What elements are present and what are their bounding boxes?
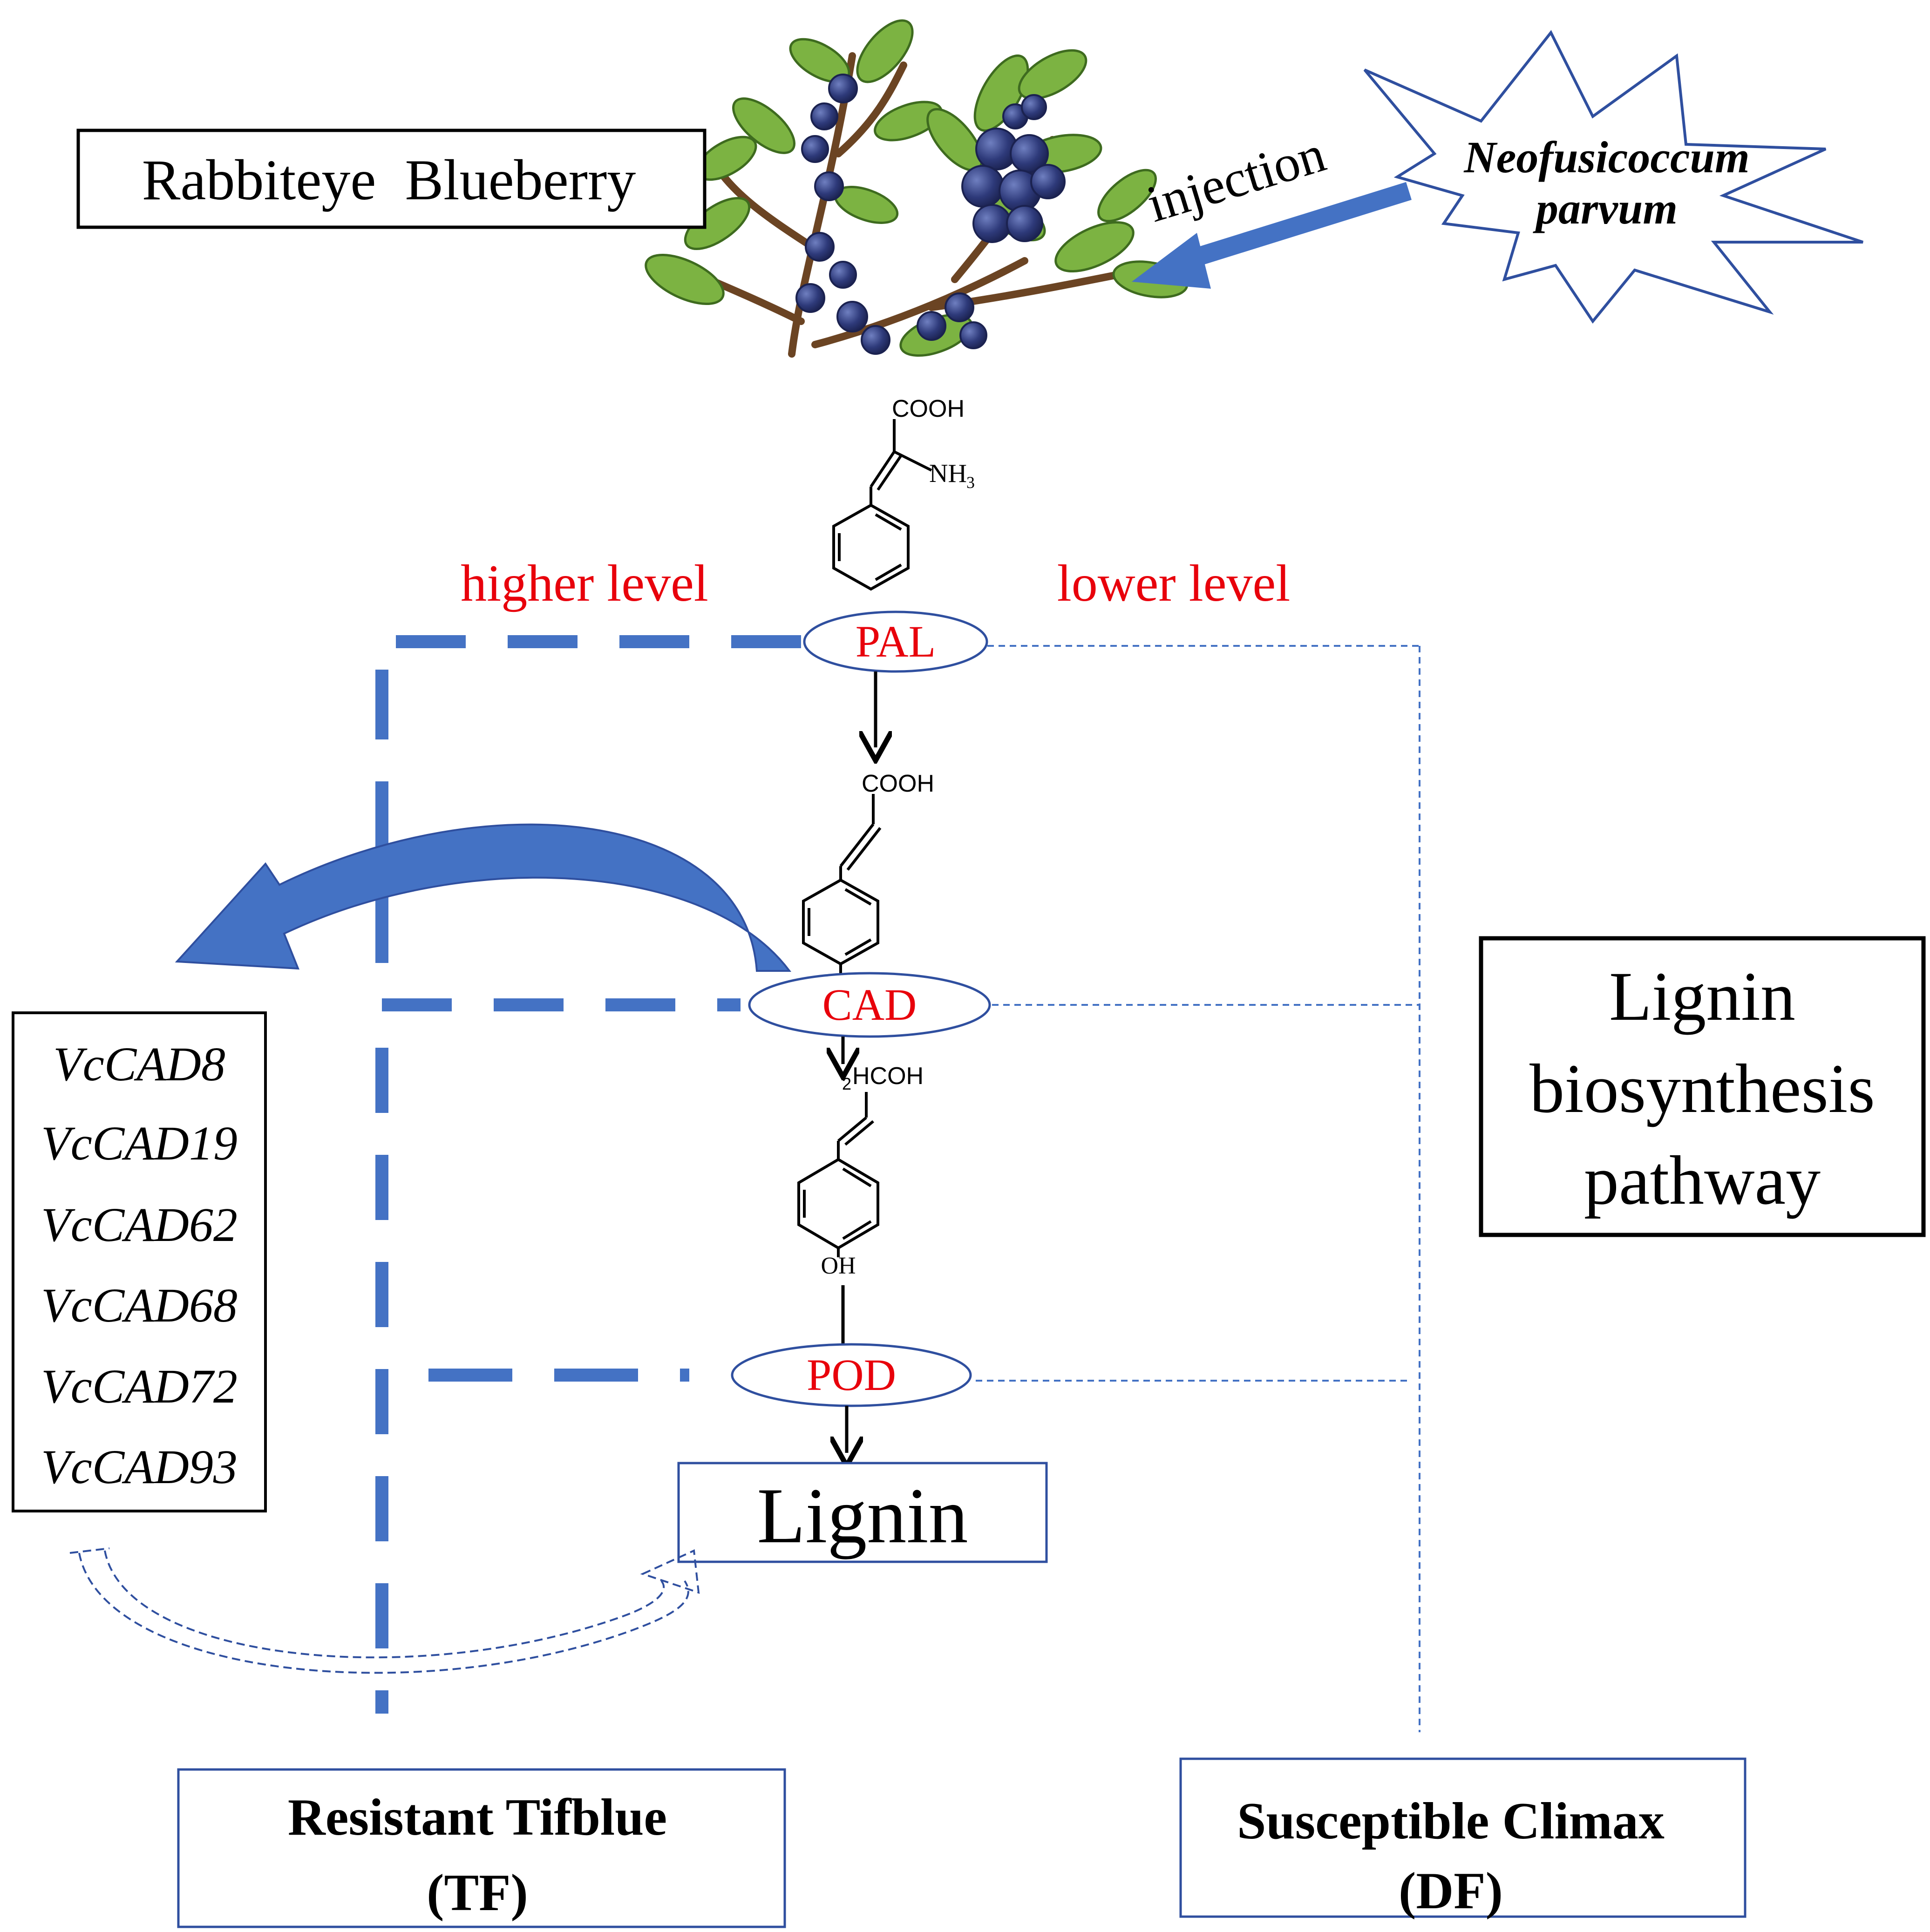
pathogen-name-line1: Neofusicoccum [1463,132,1749,182]
higher-level-label: higher level [461,555,708,612]
compound-1-nh-subscript: 3 [966,473,975,492]
susceptible-dotted-lines [976,645,1420,1732]
starburst-shape [1363,30,1863,324]
gene-label: VcCAD19 [41,1117,238,1170]
pal-enzyme-ellipse [803,610,988,673]
compound-2-cooh: COOH [862,770,934,797]
title-box [76,129,707,229]
pod-enzyme-ellipse [731,1343,972,1407]
cad-to-genes-curved-arrow [175,823,791,972]
lignin-product-label: Lignin [757,1472,968,1559]
blueberry-plant-illustration [645,19,1189,358]
compound-3-subscript: 2 [842,1074,851,1093]
gene-label: VcCAD8 [53,1037,225,1091]
susceptible-cultivar-box [1179,1757,1747,1918]
compound-3-oh: OH [821,1253,856,1279]
title-label: Rabbiteye Blueberry [142,148,636,212]
resistant-cultivar-box [177,1768,786,1928]
genes-to-lignin-dashed-arrow [69,1547,700,1674]
resistant-dashed-lines [375,635,801,1714]
pathway-title-line1: Lignin [1609,958,1795,1035]
cad-enzyme-label: CAD [822,980,917,1030]
cad-enzyme-ellipse [748,972,991,1038]
compound-1-cooh: COOH [892,395,965,422]
vccad-genes-box [12,1011,267,1512]
lower-level-label: lower level [1057,555,1291,612]
pal-enzyme-label: PAL [856,617,936,666]
pathway-title-line2: biosynthesis [1529,1050,1875,1127]
compound-1-structure [832,419,932,591]
gene-label: VcCAD72 [41,1360,238,1413]
resistant-cultivar-line2: (TF) [427,1864,528,1922]
gene-label: VcCAD62 [41,1198,238,1252]
compound-3-structure [797,1092,879,1257]
pod-enzyme-label: POD [807,1350,896,1400]
pathway-title-line3: pathway [1584,1142,1821,1219]
lignin-product-box [677,1462,1048,1563]
gene-label: VcCAD68 [41,1279,238,1332]
pathway-title-box [1479,936,1926,1237]
compound-2-structure [802,794,882,978]
susceptible-cultivar-line1: Susceptible Climax [1237,1792,1665,1850]
pathogen-name-line2: parvum [1533,183,1678,233]
compound-3-hcoh: HCOH [852,1063,924,1090]
gene-label: VcCAD93 [41,1440,238,1494]
susceptible-cultivar-line2: (DF) [1399,1862,1503,1920]
compound-1-nh: NH [929,459,967,488]
resistant-cultivar-line1: Resistant Tifblue [288,1789,667,1846]
injection-arrow [1132,182,1412,289]
